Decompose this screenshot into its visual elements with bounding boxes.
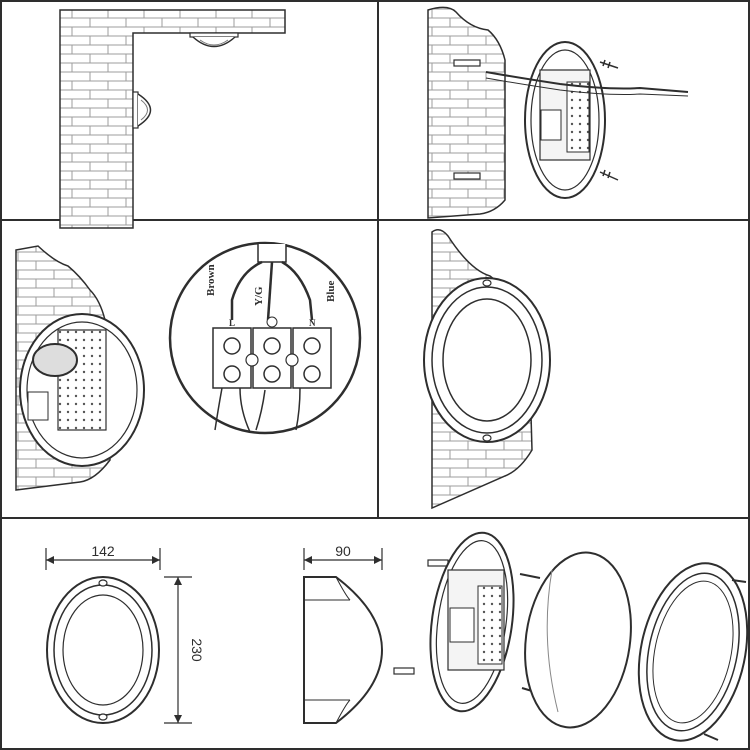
width-value: 142 xyxy=(91,543,115,559)
height-value: 230 xyxy=(189,638,205,662)
lamp-diffuser xyxy=(442,298,532,422)
wire-label-brown: Brown xyxy=(205,264,217,296)
panel-wiring: Brown Y/G Blue L N xyxy=(15,241,362,491)
terminal-n-label: N xyxy=(309,318,316,328)
panel-exploded-view xyxy=(393,531,749,742)
terminal-block xyxy=(212,327,332,389)
terminal-l-label: L xyxy=(229,318,235,328)
wire-label-yg: Y/G xyxy=(253,286,265,306)
lamp-front-diffuser xyxy=(62,594,144,706)
wire-label-blue: Blue xyxy=(325,280,337,302)
earth-symbol-icon xyxy=(266,316,278,328)
blue-wire xyxy=(281,260,314,321)
exploded-connector xyxy=(449,607,475,643)
panel-mounting-positions xyxy=(59,9,286,229)
ceiling-lamp-icon xyxy=(189,32,239,48)
lamp-side-profile xyxy=(303,576,384,724)
brick-wall xyxy=(427,6,506,219)
screw-icon xyxy=(98,713,108,721)
panel-front-dimensions: 142 230 xyxy=(45,543,205,724)
panel-base-mounting xyxy=(427,6,689,219)
panel-side-dimensions: 90 xyxy=(303,543,384,724)
wall-lamp-icon xyxy=(132,91,152,129)
exploded-frame-lip xyxy=(652,580,734,724)
exit-wires xyxy=(214,387,301,433)
connector-block xyxy=(540,109,562,141)
brown-wire xyxy=(230,260,263,320)
screw-icon xyxy=(482,434,492,442)
cable-gland xyxy=(27,391,49,421)
exploded-frame-inner xyxy=(646,572,740,732)
screw-icon xyxy=(98,579,108,587)
panel-finished-install xyxy=(423,229,551,510)
terminal-highlight xyxy=(32,343,78,377)
cable-sheath xyxy=(257,244,287,263)
supply-cable xyxy=(485,71,689,93)
screw-icon xyxy=(453,59,619,181)
driver-board xyxy=(566,81,590,153)
exploded-frame-screws xyxy=(703,579,747,741)
exploded-diffuser xyxy=(524,551,632,729)
earth-wire xyxy=(266,261,274,321)
exploded-driver-board xyxy=(477,585,503,665)
screw-icon xyxy=(482,279,492,287)
depth-value: 90 xyxy=(335,543,351,559)
supply-cable-edge xyxy=(485,77,689,97)
brick-wall-corner xyxy=(59,9,286,229)
